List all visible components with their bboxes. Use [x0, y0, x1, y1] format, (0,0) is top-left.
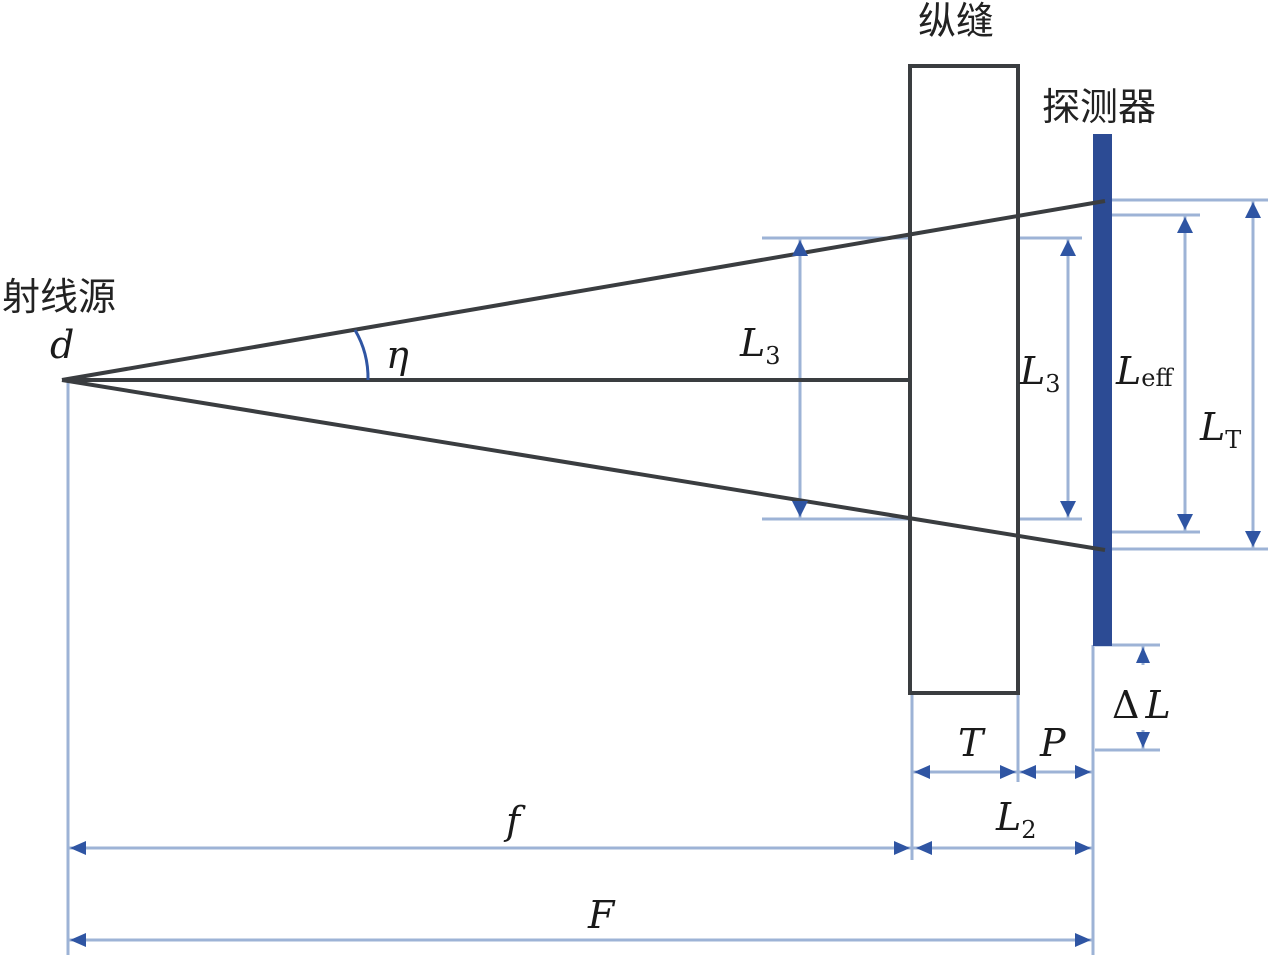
l3-right-arrow-bottom [1060, 501, 1076, 517]
l3-right-label: L3 [1019, 349, 1061, 398]
l2-label: L2 [995, 795, 1037, 844]
arrowheads [70, 202, 1261, 947]
leff-main: L [1115, 349, 1141, 393]
detector-bar [1093, 134, 1112, 646]
leff-arrow-bottom [1177, 514, 1193, 530]
deltal-arrow-top [1136, 647, 1150, 663]
t-arrow-right [1000, 765, 1016, 779]
l2-arrow-right [1075, 841, 1091, 855]
l2-arrow-left [916, 841, 932, 855]
lt-arrow-top [1245, 202, 1261, 218]
f-label: f [503, 799, 526, 843]
deltal-delta: Δ [1112, 683, 1139, 727]
dimension-lines [66, 198, 1268, 955]
lower-ray [61, 378, 1106, 552]
l3-right-arrow-top [1060, 240, 1076, 256]
lt-arrow-bottom [1245, 531, 1261, 547]
F-arrow-left [70, 933, 86, 947]
eta-label: η [386, 333, 409, 377]
l3-right-main: L [1019, 349, 1045, 393]
f-arrow-left [70, 841, 86, 855]
leff-label: Leff [1115, 349, 1174, 393]
l3-left-arrow-bottom [792, 501, 808, 517]
l2-sub: 2 [1021, 816, 1036, 844]
f-arrow-right [894, 841, 910, 855]
eta-angle-arc [353, 329, 370, 381]
p-arrow-right [1075, 765, 1091, 779]
slit-label: 纵缝 [918, 0, 994, 43]
deltal-main: L [1144, 683, 1170, 727]
l3-left-sub: 3 [765, 342, 780, 370]
F-arrow-right [1075, 933, 1091, 947]
rays [61, 199, 1106, 552]
l3-left-label: L3 [739, 321, 781, 370]
upper-ray [61, 199, 1106, 382]
t-label: T [958, 721, 986, 765]
leff-arrow-top [1177, 217, 1193, 233]
p-arrow-left [1020, 765, 1036, 779]
source-label: 射线源 [2, 275, 116, 319]
l3-left-arrow-top [792, 240, 808, 256]
l3-right-sub: 3 [1045, 370, 1060, 398]
p-label: P [1039, 721, 1067, 765]
l3-left-main: L [739, 321, 765, 365]
leff-sub: eff [1141, 364, 1174, 392]
F-label: F [587, 893, 616, 937]
lt-label: LT [1199, 405, 1241, 454]
lt-sub: T [1225, 426, 1241, 454]
lt-main: L [1199, 405, 1225, 449]
t-arrow-left [914, 765, 930, 779]
detector-label: 探测器 [1042, 85, 1156, 129]
deltal-arrow-bottom [1136, 732, 1150, 748]
slit-rectangle [908, 64, 1020, 695]
l2-main: L [995, 795, 1021, 839]
d-label: d [50, 323, 74, 367]
